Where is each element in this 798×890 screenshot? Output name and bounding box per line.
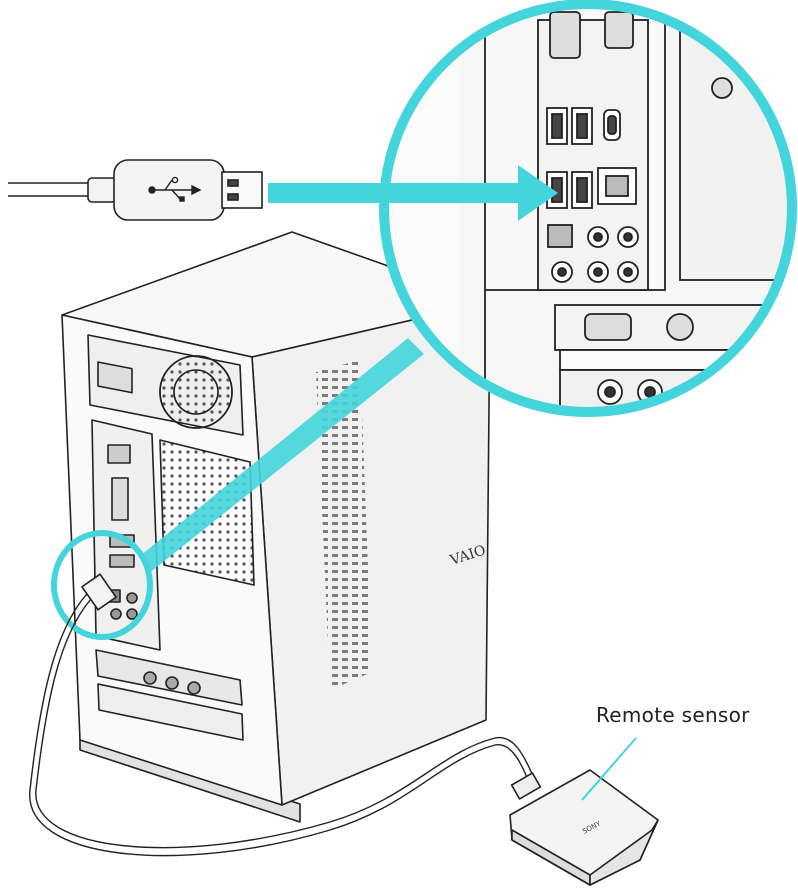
sensor-leader-line [581,737,637,801]
zoomed-port-panel [379,0,797,417]
serial-port-icon [604,11,634,49]
expansion-slot [97,683,244,741]
power-socket-icon [97,361,133,394]
usb-plug-tip [221,171,263,209]
port-highlight-circle [51,530,153,640]
usb-connector-in-port [80,573,118,611]
usb-cable-plug [8,159,263,221]
arrow-right-icon [268,165,558,221]
monitor-port-icon [584,313,632,341]
usb-symbol-icon [148,176,202,202]
s-video-port-icon [666,313,694,341]
sensor-cable [29,584,535,857]
serial-port-icon [549,11,581,59]
remote-sensor: SONY [509,769,659,886]
remote-sensor-label: Remote sensor [596,703,750,727]
screw-icon [711,77,733,99]
zoom-connector-band [140,338,424,574]
side-vent-icon [316,360,372,690]
